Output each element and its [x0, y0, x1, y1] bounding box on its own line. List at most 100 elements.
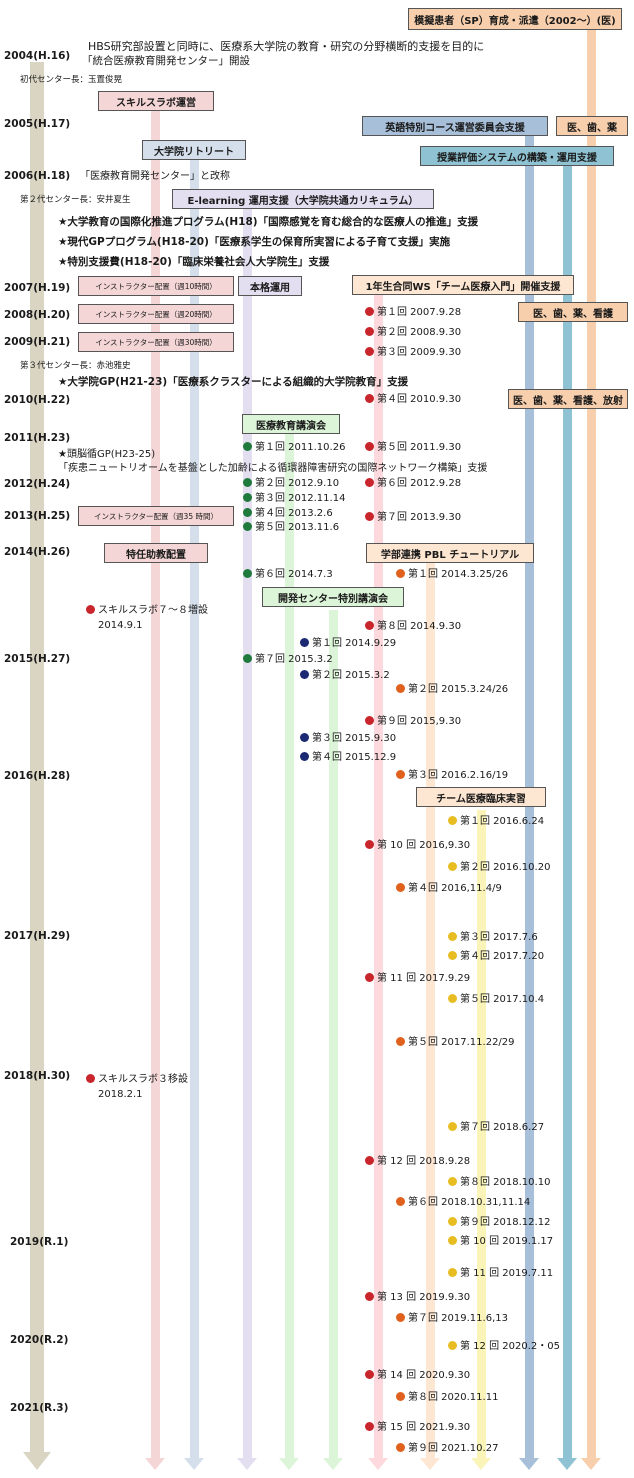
event-label: 第２回 2008.9.30 [377, 327, 462, 338]
event-label: 第１回 2007.9.28 [377, 307, 462, 318]
label-box: インストラクター配置（週10時間） [78, 276, 234, 296]
lane-team [477, 810, 486, 1458]
event-label: 第 14 回 2020.9.30 [377, 1370, 471, 1381]
event-label: 第８回 2014.9.30 [377, 621, 462, 632]
event-label: 第 12 回 2020.2・05 [460, 1341, 560, 1352]
label-box: スキルスラボ運営 [98, 91, 214, 111]
event-item: 第２回 2012.9.10 [243, 478, 339, 490]
event-dot [243, 569, 252, 578]
year-label: 2008(H.20) [4, 309, 71, 321]
event-item: 第６回 2012.9.28 [365, 478, 461, 490]
event-dot [300, 752, 309, 761]
label-box: インストラクター配置（週20時間） [78, 304, 234, 324]
year-label: 2006(H.18) [4, 170, 71, 182]
year-label: 2018(H.30) [4, 1070, 71, 1082]
event-item: 第８回 2020.11.11 [396, 1392, 498, 1404]
event-dot [448, 1122, 457, 1131]
label-box: E-learning 運用支援（大学院共通カリキュラム） [172, 189, 434, 209]
event-item: 第７回 2018.6.27 [448, 1122, 544, 1134]
event-label: 第４回 2010.9.30 [377, 394, 462, 405]
event-item: 第 11 回 2019.7.11 [448, 1268, 553, 1280]
lane-arrow-eng [519, 1458, 539, 1470]
event-dot [448, 994, 457, 1003]
event-dot [396, 1443, 405, 1452]
event-dot [300, 638, 309, 647]
lane-arrow-edu [279, 1458, 299, 1470]
event-label: 第１回 2014.3.25/26 [408, 569, 509, 580]
event-dot [396, 684, 405, 693]
event-dot [300, 733, 309, 742]
label-box: 医、歯、薬 [556, 116, 628, 136]
year-label: 2005(H.17) [4, 118, 71, 130]
event-item: 第 11 回 2017.9.29 [365, 973, 470, 985]
event-label: 第７回 2013.9.30 [377, 512, 462, 523]
event-item: 第３回 2016.2.16/19 [396, 770, 508, 782]
event-dot [365, 394, 374, 403]
event-item: 第５回 2017.10.4 [448, 994, 544, 1006]
lane-grad [190, 160, 199, 1458]
event-item: 第 10 回 2019.1.17 [448, 1236, 553, 1248]
event-item: 第４回 2016,11.4/9 [396, 883, 502, 895]
event-label: 第２回 2015.3.2 [312, 670, 390, 681]
note-text: 第３代センター長：赤池雅史 [20, 361, 131, 371]
lane-arrow-team [471, 1458, 491, 1470]
note-text: 「疾患ニュートリオームを基盤とした加齢による循環器障害研究の国際ネットワーク構築… [58, 463, 488, 474]
event-item: 第８回 2014.9.30 [365, 621, 461, 633]
event-dot [396, 1197, 405, 1206]
event-label: 第３回 2017.7.6 [460, 932, 538, 943]
year-label: 2004(H.16) [4, 50, 71, 62]
event-item: 第７回 2013.9.30 [365, 512, 461, 524]
label-box: 1年生合同WS「チーム医療入門」開催支援 [352, 275, 574, 295]
event-label: 第４回 2013.2.6 [255, 508, 333, 519]
event-label: 第３回 2009.9.30 [377, 347, 462, 358]
label-box: 特任助教配置 [104, 543, 208, 563]
event-label: 第８回 2020.11.11 [408, 1392, 499, 1403]
note-text: ★大学院GP(H21-23)「医療系クラスターによる組織的大学院教育」支援 [58, 376, 409, 388]
event-dot [448, 951, 457, 960]
event-dot [396, 1392, 405, 1401]
event-item: 第３回 2009.9.30 [365, 347, 461, 359]
event-item: 第９回 2018.12.12 [448, 1217, 550, 1229]
event-dot [365, 1156, 374, 1165]
event-label: 第９回 2015,9.30 [377, 716, 462, 727]
lane-dev [329, 610, 338, 1458]
event-label: 2014.9.1 [98, 620, 143, 631]
event-label: 第 15 回 2021.9.30 [377, 1422, 471, 1433]
lane-elearn [243, 200, 252, 1458]
event-dot [365, 973, 374, 982]
event-item: 第 14 回 2020.9.30 [365, 1370, 470, 1382]
event-label: 第１回 2016.6.24 [460, 816, 545, 827]
event-item: 第４回 2013.2.6 [243, 508, 333, 520]
event-dot [243, 508, 252, 517]
event-item: 第９回 2015,9.30 [365, 716, 461, 728]
event-dot [396, 1313, 405, 1322]
skill-event: スキルスラボ７～８増設 [86, 605, 208, 617]
event-item: 第６回 2018.10.31,11.14 [396, 1197, 530, 1209]
event-label: 第 10 回 2016,9.30 [377, 840, 471, 851]
event-item: 第３回 2017.7.6 [448, 932, 538, 944]
event-label: 第３回 2015.9.30 [312, 733, 397, 744]
event-label: 第８回 2018.10.10 [460, 1177, 551, 1188]
event-dot [365, 716, 374, 725]
event-label: 第２回 2012.9.10 [255, 478, 340, 489]
year-label: 2010(H.22) [4, 394, 71, 406]
event-item: 第９回 2021.10.27 [396, 1443, 498, 1455]
lane-sp [587, 28, 596, 1458]
label-box: 医療教育講演会 [242, 414, 340, 434]
event-label: 第 11 回 2019.7.11 [460, 1268, 554, 1279]
label-box: 模擬患者（SP）育成・派遣（2002～）(医) [408, 8, 622, 30]
year-label: 2020(R.2) [10, 1334, 69, 1346]
lane-arrow-sp [581, 1458, 601, 1470]
event-label: 第２回 2015.3.24/26 [408, 684, 509, 695]
event-dot [396, 569, 405, 578]
event-label: 2018.2.1 [98, 1089, 143, 1100]
event-dot [448, 1268, 457, 1277]
event-item: 第６回 2014.7.3 [243, 569, 333, 581]
event-label: 第１回 2014.9.29 [312, 638, 397, 649]
event-dot [448, 862, 457, 871]
event-dot [243, 654, 252, 663]
event-label: 第２回 2016.10.20 [460, 862, 551, 873]
event-dot [243, 478, 252, 487]
event-item: 第５回 2013.11.6 [243, 522, 339, 534]
event-dot [396, 1037, 405, 1046]
